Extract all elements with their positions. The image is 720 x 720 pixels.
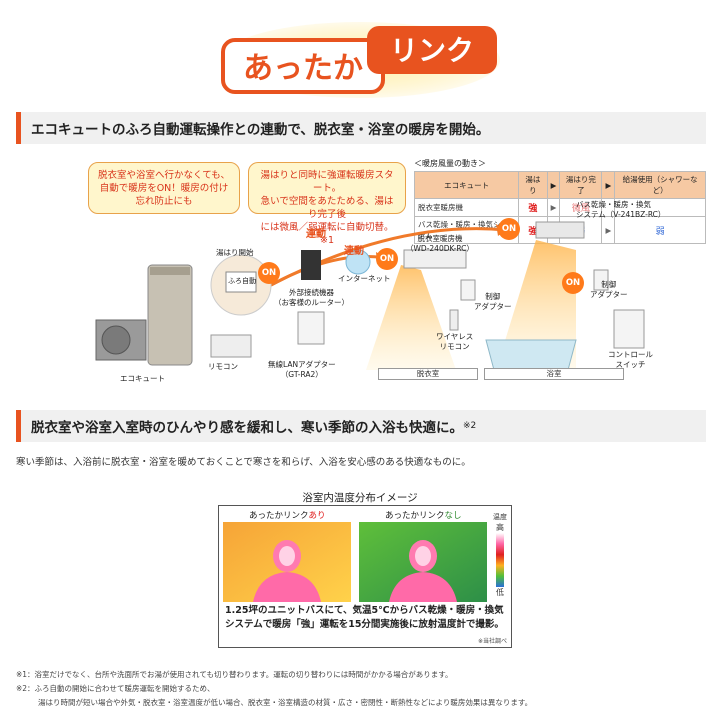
footnote-2-detail: 湯はり時間が短い場合や外気・脱衣室・浴室温度が低い場合、脱衣室・浴室構造の材質・… bbox=[38, 698, 533, 707]
room-label-dressing: 脱衣室 bbox=[378, 368, 478, 380]
footnotes: ※1：浴室だけでなく、台所や洗面所でお湯が使用されても切り替わります。運転の切り… bbox=[16, 668, 706, 710]
logo-text-1: あったか bbox=[243, 51, 363, 86]
table-row: 脱衣室暖房機 強 ▶ 微風 bbox=[413, 198, 706, 217]
label-bath-system: バス乾燥・暖房・換気 システム（V-241BZ-RC） bbox=[576, 200, 666, 219]
thermal-image-without bbox=[359, 522, 487, 602]
label-internet: インターネット bbox=[338, 274, 391, 283]
section2-heading: 脱衣室や浴室入室時のひんやり感を緩和し、寒い季節の入浴も快適に。※2 bbox=[16, 410, 706, 442]
on-badge: ON bbox=[562, 272, 584, 294]
label-ecocute: エコキュート bbox=[120, 374, 165, 383]
remocon-screen-text: ふろ自動 bbox=[228, 277, 256, 285]
label-remocon: リモコン bbox=[208, 362, 238, 371]
thermal-image-with bbox=[223, 522, 351, 602]
on-badge: ON bbox=[498, 218, 520, 240]
linkage-diagram: 脱衣室や浴室へ行かなくても、自動で暖房をON！暖房の付け忘れ防止にも 湯はりと同… bbox=[16, 150, 706, 390]
on-badge: ON bbox=[376, 248, 398, 270]
thermo-caption: 1.25坪のユニットバスにて、気温5℃からバス乾燥・暖房・換気システムで暖房「強… bbox=[225, 605, 504, 630]
label-yuhari-start: 湯はり開始 bbox=[216, 248, 254, 257]
thermo-label-with: あったかリンクあり bbox=[249, 511, 326, 521]
link-word: 連動 bbox=[344, 246, 364, 257]
label-ext-device: 外部接続機器 （お客様のルーター） bbox=[274, 288, 349, 307]
thermo-label-without: あったかリンクなし bbox=[385, 511, 462, 521]
link-word: 連動 bbox=[306, 229, 326, 240]
label-wireless-remote: ワイヤレス リモコン bbox=[436, 332, 474, 351]
room-label-bath: 浴室 bbox=[484, 368, 624, 380]
footnote-2: ※2：ふろ自動の開始に合わせて暖房運転を開始するため、 bbox=[16, 684, 215, 693]
label-control-adapter: 制御 アダプター bbox=[590, 280, 628, 299]
thermo-title: 浴室内温度分布イメージ bbox=[302, 492, 418, 504]
label-dressing-heater: 脱衣室暖房機 （WD-240DK-RC） bbox=[406, 234, 474, 253]
logo: あったか リンク bbox=[215, 18, 505, 98]
label-control-adapter: 制御 アダプター bbox=[474, 292, 512, 311]
temperature-scale: 温度 高 低 bbox=[493, 513, 507, 597]
bubble-left: 脱衣室や浴室へ行かなくても、自動で暖房をON！暖房の付け忘れ防止にも bbox=[88, 162, 240, 214]
section1-heading: エコキュートのふろ自動運転操作との連動で、脱衣室・浴室の暖房を開始。 bbox=[16, 112, 706, 144]
logo-text-2: リンク bbox=[390, 34, 474, 67]
section2-intro: 寒い季節は、入浴前に脱衣室・浴室を暖めておくことで寒さを和らげ、入浴を安心感のあ… bbox=[16, 457, 471, 468]
label-control-switch: コントロール スイッチ bbox=[608, 350, 653, 369]
bubble-right: 湯はりと同時に強運転暖房スタート。 急いで空間をあたためる、湯はり完了後 には微… bbox=[248, 162, 406, 246]
on-badge: ON bbox=[258, 262, 280, 284]
thermo-caption-note: ※当社調べ bbox=[477, 638, 507, 645]
thermo-comparison: あったかリンクあり あったかリンクなし 温度 高 低 bbox=[218, 505, 512, 648]
diagram-illustration bbox=[95, 221, 645, 371]
footnote-1: ※1：浴室だけでなく、台所や洗面所でお湯が使用されても切り替わります。運転の切り… bbox=[16, 670, 453, 679]
label-lan-adapter: 無線LANアダプター （GT-RA2） bbox=[268, 360, 336, 379]
